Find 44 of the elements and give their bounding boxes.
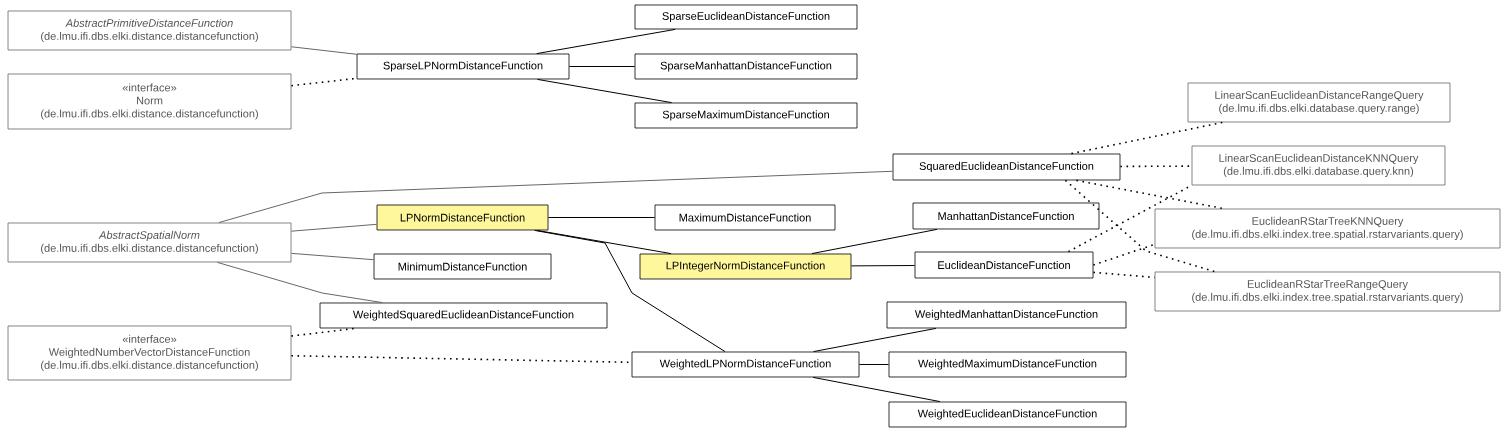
class-box: MaximumDistanceFunction <box>654 204 836 231</box>
class-box: «interface» WeightedNumberVectorDistanceFunction (de.lmu.ifi.dbs.elki.distance.distancefunction) <box>7 325 292 381</box>
class-box: LPNormDistanceFunction <box>376 204 549 231</box>
connector-line <box>536 229 672 255</box>
dependency-line <box>1092 243 1156 266</box>
connector-line <box>290 223 378 232</box>
connector-line <box>537 78 673 104</box>
connector-line <box>858 364 890 365</box>
connector-line <box>216 261 383 304</box>
connector-line <box>812 376 941 403</box>
class-box: SparseLPNormDistanceFunction <box>356 53 570 80</box>
connector-line <box>534 229 726 353</box>
connector-line <box>568 66 636 67</box>
dependency-line <box>1092 271 1156 279</box>
class-box: WeightedLPNormDistanceFunction <box>631 351 860 378</box>
class-box: «interface» Norm (de.lmu.ifi.dbs.elki.distance.distancefunction) <box>7 73 292 130</box>
class-box: EuclideanDistanceFunction <box>914 251 1094 279</box>
class-box: EuclideanRStarTreeKNNQuery (de.lmu.ifi.dbs.elki.index.tree.spatial.rstarvariants.query) <box>1154 208 1501 249</box>
class-box: AbstractSpatialNorm (de.lmu.ifi.dbs.elki.distance.distancefunction) <box>7 222 292 263</box>
class-box: MinimumDistanceFunction <box>373 253 552 280</box>
class-box: SparseEuclideanDistanceFunction <box>634 4 858 30</box>
class-box: LinearScanEuclideanDistanceRangeQuery (de.lmu.ifi.dbs.elki.database.query.range) <box>1187 82 1451 123</box>
connector-line <box>811 228 938 255</box>
connector-line <box>813 327 937 353</box>
dependency-line <box>290 327 357 337</box>
connector-line <box>536 28 676 55</box>
connector-line <box>850 265 916 267</box>
dependency-line <box>1075 179 1225 210</box>
connector-line <box>290 252 375 261</box>
class-box: WeightedMaximumDistanceFunction <box>888 351 1127 378</box>
class-box: SparseMaximumDistanceFunction <box>634 102 858 129</box>
class-box: LPIntegerNormDistanceFunction <box>639 253 852 280</box>
class-box: WeightedSquaredEuclideanDistanceFunction <box>319 302 608 329</box>
connector-line <box>218 170 894 224</box>
class-box: SparseManhattanDistanceFunction <box>634 53 858 80</box>
class-box: WeightedManhattanDistanceFunction <box>886 301 1127 329</box>
class-box: LinearScanEuclideanDistanceKNNQuery (de.lmu.ifi.dbs.elki.database.query.knn) <box>1191 145 1446 186</box>
connector-line <box>547 217 656 218</box>
class-box: SquaredEuclideanDistanceFunction <box>892 153 1121 181</box>
connector-line <box>290 46 358 55</box>
class-box: WeightedEuclideanDistanceFunction <box>888 401 1127 428</box>
class-box: EuclideanRStarTreeRangeQuery (de.lmu.ifi.dbs.elki.index.tree.spatial.rstarvariants.query) <box>1154 271 1501 312</box>
class-box: AbstractPrimitiveDistanceFunction (de.lmu.ifi.dbs.elki.distance.distancefunction) <box>7 10 292 51</box>
class-box: ManhattanDistanceFunction <box>912 202 1100 230</box>
